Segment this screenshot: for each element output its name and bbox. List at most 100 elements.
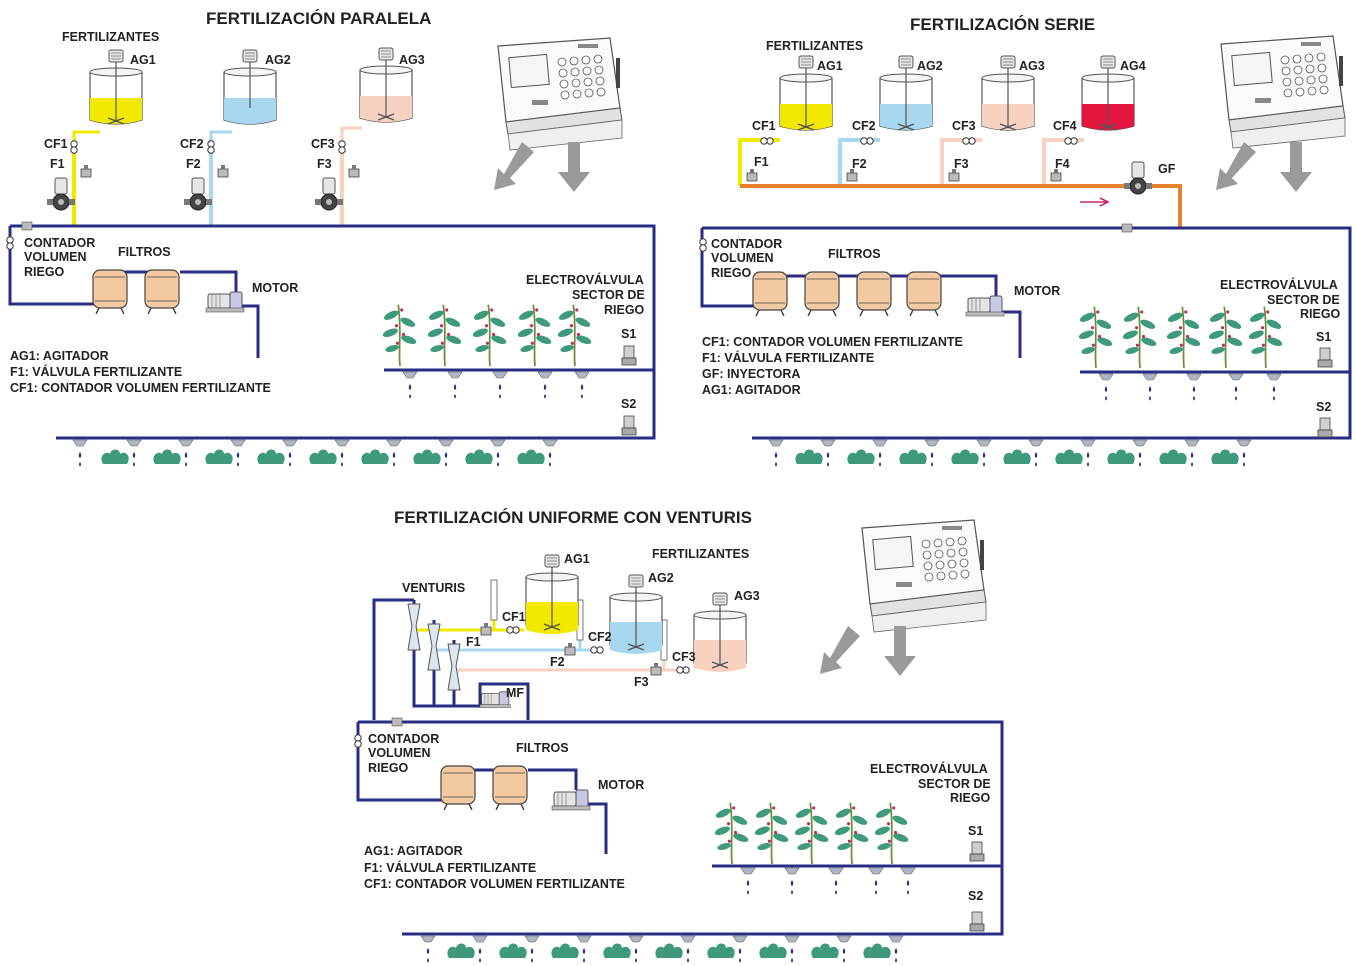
serie-s1-label: S1: [1316, 330, 1331, 344]
serie-cf2-label: CF2: [852, 119, 876, 133]
venturi-counter-line-1: CONTADOR: [368, 732, 439, 746]
venturi-f1-valve-icon: [480, 622, 492, 636]
serie-f3-label: F3: [954, 157, 969, 171]
venturi-legend-2: F1: VÁLVULA FERTILIZANTE: [364, 860, 536, 875]
venturi-valve-line-2: SECTOR DE: [918, 777, 991, 791]
serie-counter-line-3: RIEGO: [711, 266, 752, 280]
venturi-controller-icon: [861, 519, 987, 633]
serie-fertilizers-label: FERTILIZANTES: [766, 39, 863, 53]
parallel-f2-label: F2: [186, 157, 201, 171]
serie-f4-label: F4: [1055, 157, 1070, 171]
venturi-plant-row: [712, 801, 916, 895]
parallel-ag3-label: AG3: [399, 53, 425, 67]
parallel-fertilizers-label: FERTILIZANTES: [62, 30, 159, 44]
venturi-venturis-label: VENTURIS: [402, 581, 465, 595]
parallel-s2-label: S2: [621, 397, 636, 411]
venturi-ag2-label: AG2: [648, 571, 674, 585]
parallel-plant-row: [380, 303, 594, 399]
venturi-s2-valve-icon: [969, 911, 985, 932]
venturi-legend-1: AG1: AGITADOR: [364, 844, 463, 858]
parallel-tank-2: [223, 49, 277, 125]
venturi-cf3-label: CF3: [672, 650, 696, 664]
parallel-fertilization-panel: FERTILIZACIÓN PARALELA FERTILIZANTES: [6, 9, 656, 467]
serie-counter-line-2: VOLUMEN: [711, 251, 774, 265]
serie-cf4-label: CF4: [1053, 119, 1077, 133]
venturi-signal-arrows-icon: [820, 626, 916, 676]
parallel-ag2-label: AG2: [265, 53, 291, 67]
venturi-tank-1: [525, 554, 579, 634]
parallel-ag1-label: AG1: [130, 53, 156, 67]
parallel-cf3-meter-icon: [338, 140, 346, 154]
serie-legend-3: GF: INYECTORA: [702, 367, 800, 381]
serie-valve-line-2: SECTOR DE: [1267, 293, 1340, 307]
serie-filter-1-icon: [752, 271, 788, 317]
parallel-cf2-meter-icon: [207, 140, 215, 154]
serie-signal-arrows-icon: [1216, 142, 1312, 192]
venturi-filters-label: FILTROS: [516, 741, 569, 755]
parallel-cf1-label: CF1: [44, 137, 68, 151]
serie-filters-label: FILTROS: [828, 247, 881, 261]
parallel-legend-2: F1: VÁLVULA FERTILIZANTE: [10, 364, 182, 379]
serie-tank-2: [879, 55, 933, 131]
parallel-f1-valve-icon: [80, 164, 92, 178]
venturi-legend-3: CF1: CONTADOR VOLUMEN FERTILIZANTE: [364, 877, 625, 891]
parallel-legend-3: CF1: CONTADOR VOLUMEN FERTILIZANTE: [10, 381, 271, 395]
serie-motor-label: MOTOR: [1014, 284, 1060, 298]
serie-valve-line-1: ELECTROVÁLVULA: [1220, 277, 1338, 292]
venturi-motor-icon: [551, 789, 591, 811]
parallel-s1-label: S1: [621, 327, 636, 341]
venturi-fertilizers-label: FERTILIZANTES: [652, 547, 749, 561]
parallel-tank-1: [89, 49, 143, 125]
parallel-counter-line-3: RIEGO: [24, 265, 65, 279]
venturi-tank-3: [693, 592, 747, 672]
venturi-fertilization-panel: FERTILIZACIÓN UNIFORME CON VENTURIS FERT…: [354, 508, 1004, 963]
parallel-controller-icon: [497, 37, 623, 151]
serie-filter-3-icon: [856, 271, 892, 317]
serie-legend-2: F1: VÁLVULA FERTILIZANTE: [702, 350, 874, 365]
parallel-valve-line-1: ELECTROVÁLVULA: [526, 272, 644, 287]
venturi-s1-valve-icon: [969, 841, 985, 862]
parallel-tank-3: [359, 47, 413, 123]
venturi-motor-label: MOTOR: [598, 778, 644, 792]
parallel-s2-valve-icon: [621, 415, 637, 436]
parallel-cf3-label: CF3: [311, 137, 335, 151]
serie-flow-arrow-icon: [1080, 197, 1110, 207]
parallel-legend-1: AG1: AGITADOR: [10, 349, 109, 363]
venturi-f2-label: F2: [550, 655, 565, 669]
venturi-counter-line-2: VOLUMEN: [368, 746, 431, 760]
parallel-s1-valve-icon: [621, 345, 637, 366]
venturi-cf2-label: CF2: [588, 630, 612, 644]
venturi-f3-valve-icon: [650, 662, 662, 676]
venturi-filter-2-icon: [492, 765, 528, 811]
serie-title: FERTILIZACIÓN SERIE: [910, 15, 1095, 34]
parallel-f3-valve-icon: [348, 164, 360, 178]
venturi-mf-label: MF: [506, 686, 524, 700]
serie-fertilizer-lines: [738, 138, 1182, 228]
serie-plant-row: [1076, 305, 1285, 401]
serie-motor-icon: [965, 295, 1005, 317]
venturi-cf3-meter-icon: [676, 666, 690, 674]
serie-ag2-label: AG2: [917, 59, 943, 73]
serie-counter-line-1: CONTADOR: [711, 237, 782, 251]
parallel-cf1-meter-icon: [70, 140, 78, 154]
serie-cf1-label: CF1: [752, 119, 776, 133]
parallel-title: FERTILIZACIÓN PARALELA: [206, 9, 431, 28]
parallel-valve-line-2: SECTOR DE: [572, 288, 645, 302]
venturi-tank-2: [609, 574, 663, 654]
parallel-main-pipe: [8, 224, 656, 440]
serie-valve-line-3: RIEGO: [1300, 307, 1341, 321]
parallel-pump-1-icon: [46, 177, 76, 211]
venturi-ag1-label: AG1: [564, 552, 590, 566]
serie-gf-label: GF: [1158, 162, 1176, 176]
parallel-motor-label: MOTOR: [252, 281, 298, 295]
serie-s2-label: S2: [1316, 400, 1331, 414]
parallel-ground-row: [72, 439, 558, 467]
serie-injector-pump-icon: [1123, 161, 1153, 195]
serie-legend-1: CF1: CONTADOR VOLUMEN FERTILIZANTE: [702, 335, 963, 349]
serie-s2-valve-icon: [1317, 417, 1333, 438]
venturi-injector-bodies: [407, 603, 461, 691]
parallel-counter-line-1: CONTADOR: [24, 236, 95, 250]
parallel-filters-label: FILTROS: [118, 245, 171, 259]
serie-f1-label: F1: [754, 155, 769, 169]
serie-cf3-label: CF3: [952, 119, 976, 133]
